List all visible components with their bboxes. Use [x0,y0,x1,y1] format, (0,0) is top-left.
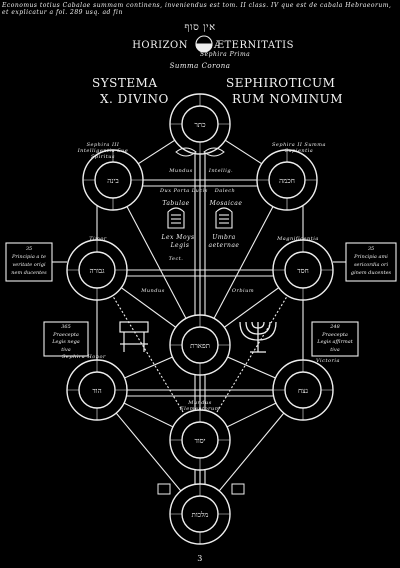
hebrew-binah: בינה [107,177,119,185]
label-chokmah: Sephira II Summa Sapientia [271,142,326,154]
box-right-248-text: 248 Praecepta Legis affirmat tiva [313,324,357,354]
box-left-365-line-3: Legis nega [52,339,80,345]
hebrew-letters: כתר בינה חכמה גבורה חסד תפארת הוד נצח יס… [90,121,309,519]
label-gevurah: Timor [89,236,107,242]
hebrew-chokmah: חכמה [279,177,295,185]
hebrew-hod: הוד [92,387,101,395]
horizon-right-label: ÆTERNITATIS [214,40,294,51]
horizon-left-label: HORIZON [132,40,188,51]
tablets-of-law [167,207,233,229]
bottom-mark: 3 [197,554,203,563]
label-binah: Sephira III Intelligentia Sue Spiritus [77,142,129,160]
mundus-elementorum: Mundus Elementorum [180,400,220,412]
box-right-35-line-3: sericordia ori [353,262,389,268]
sephira-prima-label: Sephira Prima [200,51,251,58]
hebrew-gevurah: גבורה [90,267,106,275]
box-right-248 [311,321,359,357]
hebrew-yesod: יסוד [195,437,206,445]
hebrew-malkut: מלכות [192,511,209,519]
box-right-248-line-2: Praecepta [322,331,348,338]
lex-left-2: Legis [170,242,190,249]
box-left-35-line-2: Principia a te [12,254,46,260]
hebrew-chesed: חסד [297,267,309,275]
mundus-right: Intellig. [208,168,234,174]
box-left-35-line-1: 35 [25,246,33,252]
tect-label: Tect. [168,256,184,262]
hebrew-ein-sof: אין סוף [184,22,216,33]
subtitle-left: X. DIVINO [100,92,169,106]
box-right-35-line-2: Principia ami [354,254,388,260]
label-chesed: Magnificentia [277,236,319,242]
box-right-35-text: 35 Principia ami sericordia ori ginem du… [347,245,395,277]
lex-right: Umbra [212,234,236,241]
mundus-left: Mundus [169,168,193,174]
circle-spokes [67,94,333,544]
label-netzach: Victoria [316,358,340,364]
box-left-35-line-4: nem ducentes [11,270,47,276]
box-right-248-line-4: tiva [330,346,340,353]
hebrew-keter: כתר [194,121,206,129]
top-inscription: Economus totius Cabalae summam continens… [2,2,392,16]
tabulae-right: Mosaicae [209,200,243,207]
box-left-35-text: 35 Principia a te veritate origi nem duc… [7,245,51,277]
cherubim-icon [175,147,225,157]
tabulae-left: Tabulae [162,200,190,207]
altar-icons [157,483,245,495]
menorah-icon [239,321,277,353]
mundus-lower: Mundus [141,288,165,294]
table-of-shewbread-icon [119,321,149,352]
lex-left: Lex Moys [161,234,195,241]
box-right-35-line-1: 35 [367,246,375,252]
hebrew-tiferet: תפארת [190,342,210,350]
box-left-365-text: 365 Praecepta Legis nega tiva [45,324,87,354]
title-right: SEPHIROTICUM [226,76,336,90]
label-hod: Sephira Honor [62,354,106,360]
box-right-35-line-4: ginem ducentes [350,270,392,276]
box-right-248-line-1: 248 [330,324,340,330]
box-left-365 [43,321,89,357]
dalech: Dalech [214,188,236,194]
title-left: SYSTEMA [92,76,158,90]
box-left-365-line-2: Praecepta [53,331,79,338]
box-left-35-line-3: veritate origi [12,262,46,268]
box-right-248-line-3: Legis affirmat [317,339,353,345]
box-left-365-line-1: 365 [61,324,71,330]
box-left-365-line-4: tiva [61,346,71,353]
hebrew-netzach: נצח [298,387,308,395]
porta-lucis: Dux Porta Lucis [160,188,208,194]
box-left-35 [5,242,53,282]
lex-right-2: aeternae [208,242,240,249]
summa-corona-label: Summa Corona [169,62,231,70]
subtitle-right: RUM NOMINUM [232,92,344,106]
orbium-label: Orbium [231,288,255,294]
